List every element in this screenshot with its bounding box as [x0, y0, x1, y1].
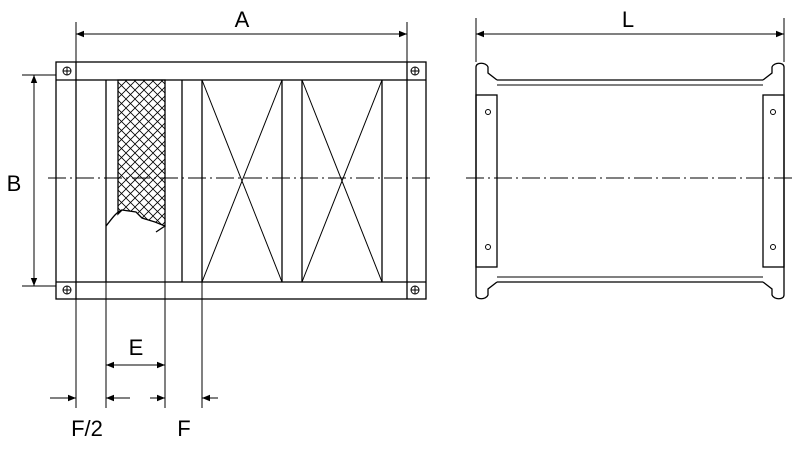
- screw-hole-icon: [410, 66, 420, 76]
- label-F: F: [177, 416, 190, 441]
- dimension-L: L: [475, 7, 785, 62]
- side-view: [466, 62, 794, 300]
- acoustic-fill-section: [117, 79, 166, 227]
- label-F-half: F/2: [71, 416, 103, 441]
- dimension-B: B: [7, 74, 56, 287]
- baffle-cross-2: [301, 79, 383, 283]
- screw-hole-icon: [62, 66, 72, 76]
- screw-hole-icon: [410, 285, 420, 295]
- front-view: [48, 61, 433, 300]
- dimension-A: A: [75, 7, 408, 62]
- label-B: B: [7, 171, 22, 196]
- label-L: L: [622, 7, 634, 32]
- label-A: A: [235, 7, 250, 32]
- dimension-F: F: [150, 282, 218, 441]
- right-flange-plate: [762, 94, 785, 268]
- left-flange-plate: [475, 94, 498, 268]
- flange-frame: [55, 61, 427, 300]
- dimension-F-half: F/2: [50, 299, 130, 441]
- baffle-cross-1: [201, 79, 283, 283]
- dimension-E: E: [105, 282, 166, 408]
- label-E: E: [129, 335, 144, 360]
- screw-hole-icon: [62, 285, 72, 295]
- inner-frame: [75, 79, 408, 283]
